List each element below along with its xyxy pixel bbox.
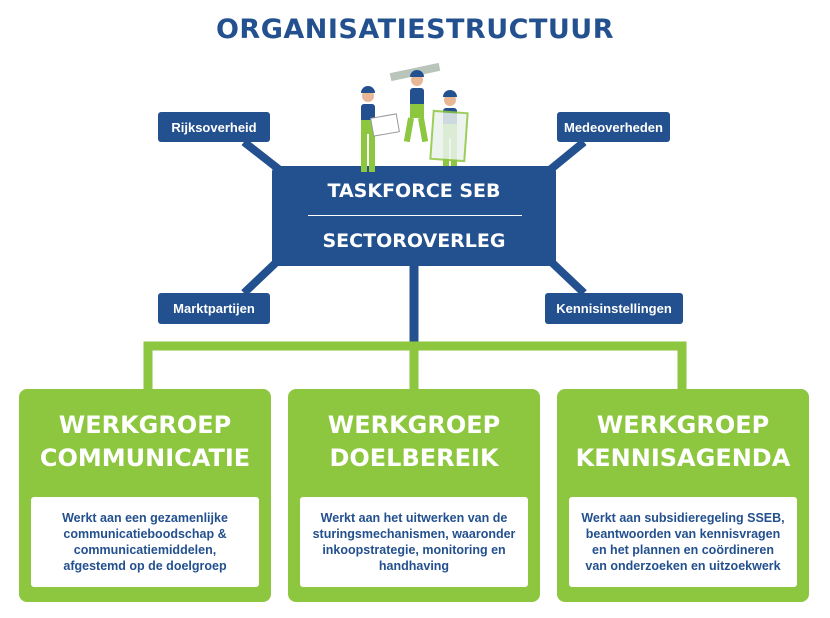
- workgroup-doelbereik: WERKGROEP DOELBEREIK Werkt aan het uitwe…: [288, 389, 540, 602]
- workgroup-title-line2: COMMUNICATIE: [39, 444, 251, 472]
- page-title: ORGANISATIESTRUCTUUR: [215, 14, 615, 45]
- partner-medeoverheden: Medeoverheden: [557, 112, 670, 142]
- workgroup-title-line1: WERKGROEP: [596, 411, 770, 439]
- workgroup-communicatie: WERKGROEP COMMUNICATIE Werkt aan een gez…: [19, 389, 271, 602]
- workgroup-title: WERKGROEP KENNISAGENDA: [557, 409, 809, 475]
- taskforce-box: TASKFORCE SEB SECTOROVERLEG: [272, 166, 556, 266]
- workgroup-title: WERKGROEP COMMUNICATIE: [19, 409, 271, 475]
- workgroup-title-line2: DOELBEREIK: [329, 444, 499, 472]
- construction-workers-icon: [361, 62, 469, 172]
- workgroup-description: Werkt aan subsidieregeling SSEB, beantwo…: [569, 497, 797, 587]
- workgroup-kennisagenda: WERKGROEP KENNISAGENDA Werkt aan subsidi…: [557, 389, 809, 602]
- partner-kennisinstellingen: Kennisinstellingen: [545, 293, 683, 324]
- partner-marktpartijen: Marktpartijen: [158, 293, 270, 324]
- workgroup-title: WERKGROEP DOELBEREIK: [288, 409, 540, 475]
- taskforce-label: TASKFORCE SEB: [327, 180, 501, 202]
- workgroup-description: Werkt aan een gezamenlijke communicatieb…: [31, 497, 259, 587]
- workgroup-title-line1: WERKGROEP: [327, 411, 501, 439]
- partner-rijksoverheid: Rijksoverheid: [158, 112, 270, 142]
- workgroup-description: Werkt aan het uitwerken van de sturingsm…: [300, 497, 528, 587]
- workgroup-title-line2: KENNISAGENDA: [575, 444, 791, 472]
- sectoroverleg-label: SECTOROVERLEG: [322, 230, 506, 252]
- workgroup-title-line1: WERKGROEP: [58, 411, 232, 439]
- center-divider: [308, 215, 522, 216]
